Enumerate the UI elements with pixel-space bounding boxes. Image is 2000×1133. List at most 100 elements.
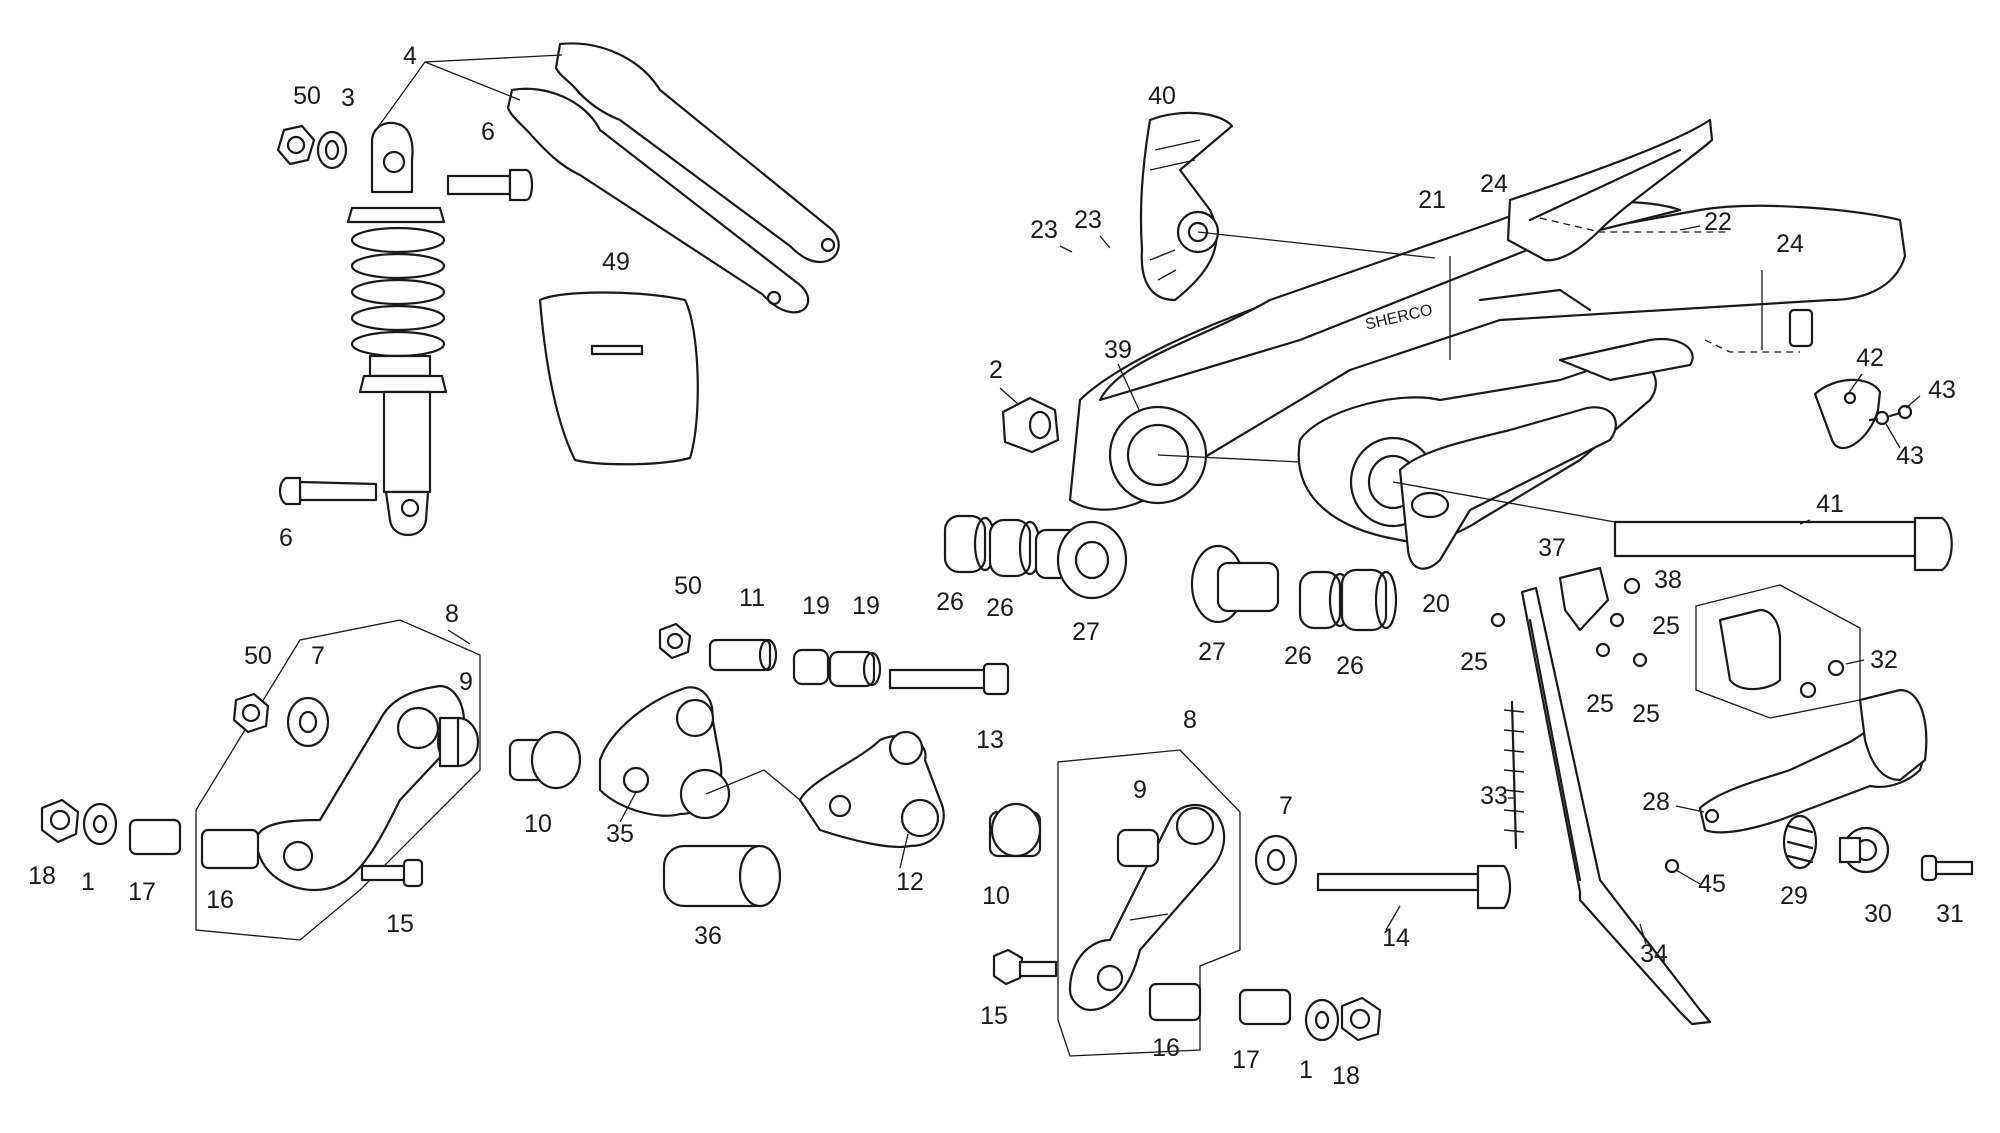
callout-17: 17	[1232, 1046, 1260, 1074]
callout-10: 10	[524, 810, 552, 838]
callout-9: 9	[1133, 776, 1147, 804]
callout-50: 50	[244, 642, 272, 670]
callout-36: 36	[694, 922, 722, 950]
bushing-27-b	[1190, 544, 1280, 624]
bearing-26-a	[943, 514, 997, 574]
bolt-14	[1316, 864, 1512, 910]
callout-18: 18	[28, 862, 56, 890]
bracket-37	[1558, 566, 1610, 632]
spring-29	[1782, 814, 1818, 870]
callout-29: 29	[1780, 882, 1808, 910]
shock-absorber	[346, 121, 448, 536]
callout-50: 50	[674, 572, 702, 600]
callout-2: 2	[989, 356, 1003, 384]
callouts: 4 50 3 6 49 6 40 23 23 21 24 22 24 39 2 …	[28, 42, 1964, 1090]
callout-35: 35	[606, 820, 634, 848]
parts-group-8-left	[195, 619, 481, 941]
callout-7: 7	[311, 642, 325, 670]
callout-1: 1	[81, 868, 95, 896]
pivot-axle-41	[1613, 516, 1953, 572]
callout-8: 8	[445, 600, 459, 628]
bearing-19-a	[792, 648, 830, 686]
bolt-15-right	[992, 948, 1058, 986]
callout-26: 26	[936, 588, 964, 616]
bushing-9-left	[436, 716, 480, 768]
callout-32: 32	[1870, 646, 1898, 674]
callout-15: 15	[386, 910, 414, 938]
callout-43: 43	[1896, 442, 1924, 470]
chain-guide-rail	[1558, 337, 1694, 382]
bushing-16-right	[1148, 982, 1202, 1022]
nut-50-mid	[658, 622, 692, 660]
caliper-bracket-20	[1398, 406, 1617, 570]
pin-45	[1664, 858, 1680, 874]
screws-25	[1490, 612, 1648, 668]
callout-6: 6	[279, 524, 293, 552]
callout-23: 23	[1074, 206, 1102, 234]
callout-13: 13	[976, 726, 1004, 754]
callout-26: 26	[986, 594, 1014, 622]
callout-4: 4	[403, 42, 417, 70]
callout-50: 50	[293, 82, 321, 110]
nut-18-right	[1340, 996, 1382, 1042]
bushing-10-right	[988, 802, 1042, 858]
callout-16: 16	[206, 886, 234, 914]
washer-7-left	[286, 696, 330, 748]
washer-3	[316, 130, 348, 170]
callout-25: 25	[1460, 648, 1488, 676]
bearing-1-left	[82, 802, 118, 846]
spanner-wrench-upper	[554, 42, 840, 264]
callout-38: 38	[1654, 566, 1682, 594]
nut-18-left	[40, 798, 80, 844]
callout-16: 16	[1152, 1034, 1180, 1062]
callout-9: 9	[459, 668, 473, 696]
linkage-arm-left	[254, 684, 465, 892]
callout-leaders	[447, 225, 1921, 945]
callout-22: 22	[1704, 208, 1732, 236]
parts-group-32	[1695, 584, 1861, 719]
bolt-6-lower	[278, 476, 378, 506]
callout-40: 40	[1148, 82, 1176, 110]
callout-25: 25	[1586, 690, 1614, 718]
callout-6: 6	[481, 118, 495, 146]
callout-24: 24	[1480, 170, 1508, 198]
bushing-10-left	[508, 730, 582, 790]
callout-27: 27	[1198, 638, 1226, 666]
callout-43: 43	[1928, 376, 1956, 404]
washer-7-right	[1254, 834, 1298, 886]
nut-50-left	[232, 692, 270, 734]
callout-41: 41	[1816, 490, 1844, 518]
callout-33: 33	[1480, 782, 1508, 810]
callout-30: 30	[1864, 900, 1892, 928]
bolt-15-left	[360, 858, 424, 888]
callout-42: 42	[1856, 344, 1884, 372]
callout-14: 14	[1382, 924, 1410, 952]
callout-25: 25	[1652, 612, 1680, 640]
bolt-13	[888, 662, 1010, 696]
callout-8: 8	[1183, 706, 1197, 734]
callout-34: 34	[1640, 940, 1668, 968]
rocker-35	[598, 686, 731, 820]
callout-3: 3	[341, 84, 355, 112]
callout-37: 37	[1538, 534, 1566, 562]
callout-19: 19	[852, 592, 880, 620]
guard-clip-42	[1813, 378, 1882, 450]
parts-group-8-right	[1057, 749, 1241, 1057]
nut-50-top	[276, 124, 316, 166]
callout-31: 31	[1936, 900, 1964, 928]
bolt-6-upper	[446, 168, 534, 202]
bearing-19-b	[828, 650, 882, 688]
spanner-wrench-lower	[506, 87, 810, 314]
bushing-36	[662, 844, 782, 908]
shock-spring	[350, 226, 446, 358]
assembly-lines	[705, 217, 1800, 801]
nut-2	[1001, 396, 1060, 454]
bushing-9-right	[1116, 828, 1160, 868]
callout-26: 26	[1284, 642, 1312, 670]
callout-1: 1	[1299, 1056, 1313, 1084]
callout-17: 17	[128, 878, 156, 906]
screw-38	[1623, 577, 1641, 595]
bearing-26-d	[1340, 568, 1398, 632]
